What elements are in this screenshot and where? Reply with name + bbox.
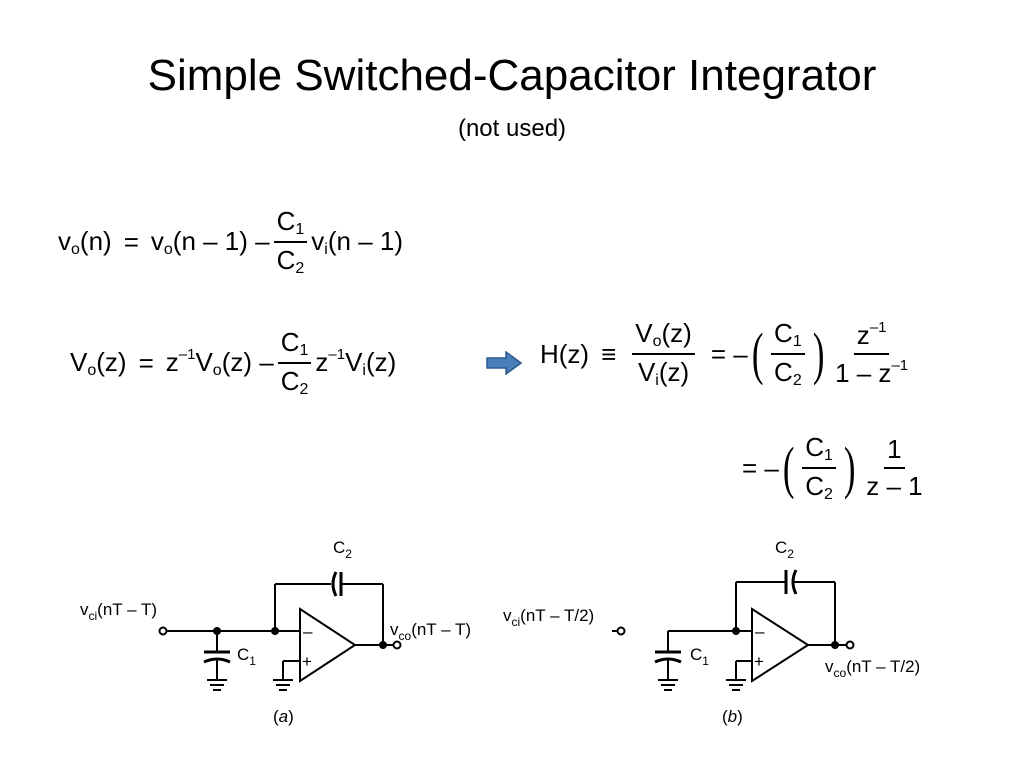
inverting-input-sign: – bbox=[303, 622, 313, 641]
caption-a: (a) bbox=[273, 707, 294, 726]
c2-label: C2 bbox=[333, 538, 352, 561]
input-voltage-label: vci(nT – T) bbox=[80, 600, 157, 623]
slide-title: Simple Switched-Capacitor Integrator bbox=[147, 51, 877, 100]
input-voltage-label: vci(nT – T/2) bbox=[503, 606, 594, 629]
slide-subtitle: (not used) bbox=[457, 115, 567, 142]
noninverting-input-sign: + bbox=[754, 652, 764, 671]
op-amp-triangle bbox=[299, 607, 357, 683]
equation-transfer-function: H(z) ≡ Vo(z) Vi(z) = – ( C1 C2 ) z–1 1 –… bbox=[540, 318, 915, 390]
equation-z-domain: Vo(z) = z–1Vo(z) – C1 C2 z–1Vi(z) bbox=[70, 327, 397, 399]
equation-transfer-function-simplified: = – ( C1 C2 ) 1 z – 1 bbox=[742, 432, 930, 504]
input-terminal bbox=[158, 626, 168, 636]
c2-label: C2 bbox=[775, 538, 794, 561]
circuit-a bbox=[158, 571, 402, 691]
c1-over-c2-fraction: C1 C2 bbox=[277, 327, 312, 399]
c1-over-c2-fraction: C1 C2 bbox=[771, 318, 805, 390]
caption-b: (b) bbox=[722, 707, 743, 726]
circuit-b bbox=[612, 569, 855, 691]
c1-label: C1 bbox=[237, 645, 256, 668]
ground-icon bbox=[726, 679, 746, 691]
c1-label: C1 bbox=[690, 645, 709, 668]
c1-over-c2-fraction: C1 C2 bbox=[273, 206, 308, 278]
input-terminal bbox=[616, 626, 626, 636]
one-over-z-minus-one-fraction: 1 z – 1 bbox=[866, 434, 923, 501]
op-amp-triangle bbox=[751, 607, 810, 683]
output-voltage-label: vco(nT – T/2) bbox=[825, 657, 920, 680]
inverting-input-sign: – bbox=[755, 622, 765, 641]
output-voltage-label: vco(nT – T) bbox=[390, 620, 471, 643]
c1-over-c2-fraction: C1 C2 bbox=[802, 432, 836, 504]
vo-over-vi-fraction: Vo(z) Vi(z) bbox=[632, 318, 695, 390]
ground-icon bbox=[658, 679, 678, 691]
ground-icon bbox=[273, 679, 293, 691]
right-arrow-icon bbox=[486, 351, 522, 375]
z-inverse-fraction: z–1 1 – z–1 bbox=[835, 319, 909, 388]
output-terminal bbox=[845, 640, 855, 650]
noninverting-input-sign: + bbox=[302, 652, 312, 671]
equation-difference: vo(n) = vo(n – 1) – C1 C2 vi(n – 1) bbox=[58, 206, 404, 278]
output-terminal bbox=[392, 640, 402, 650]
ground-icon bbox=[207, 679, 227, 691]
capacitor-c2 bbox=[331, 571, 343, 597]
